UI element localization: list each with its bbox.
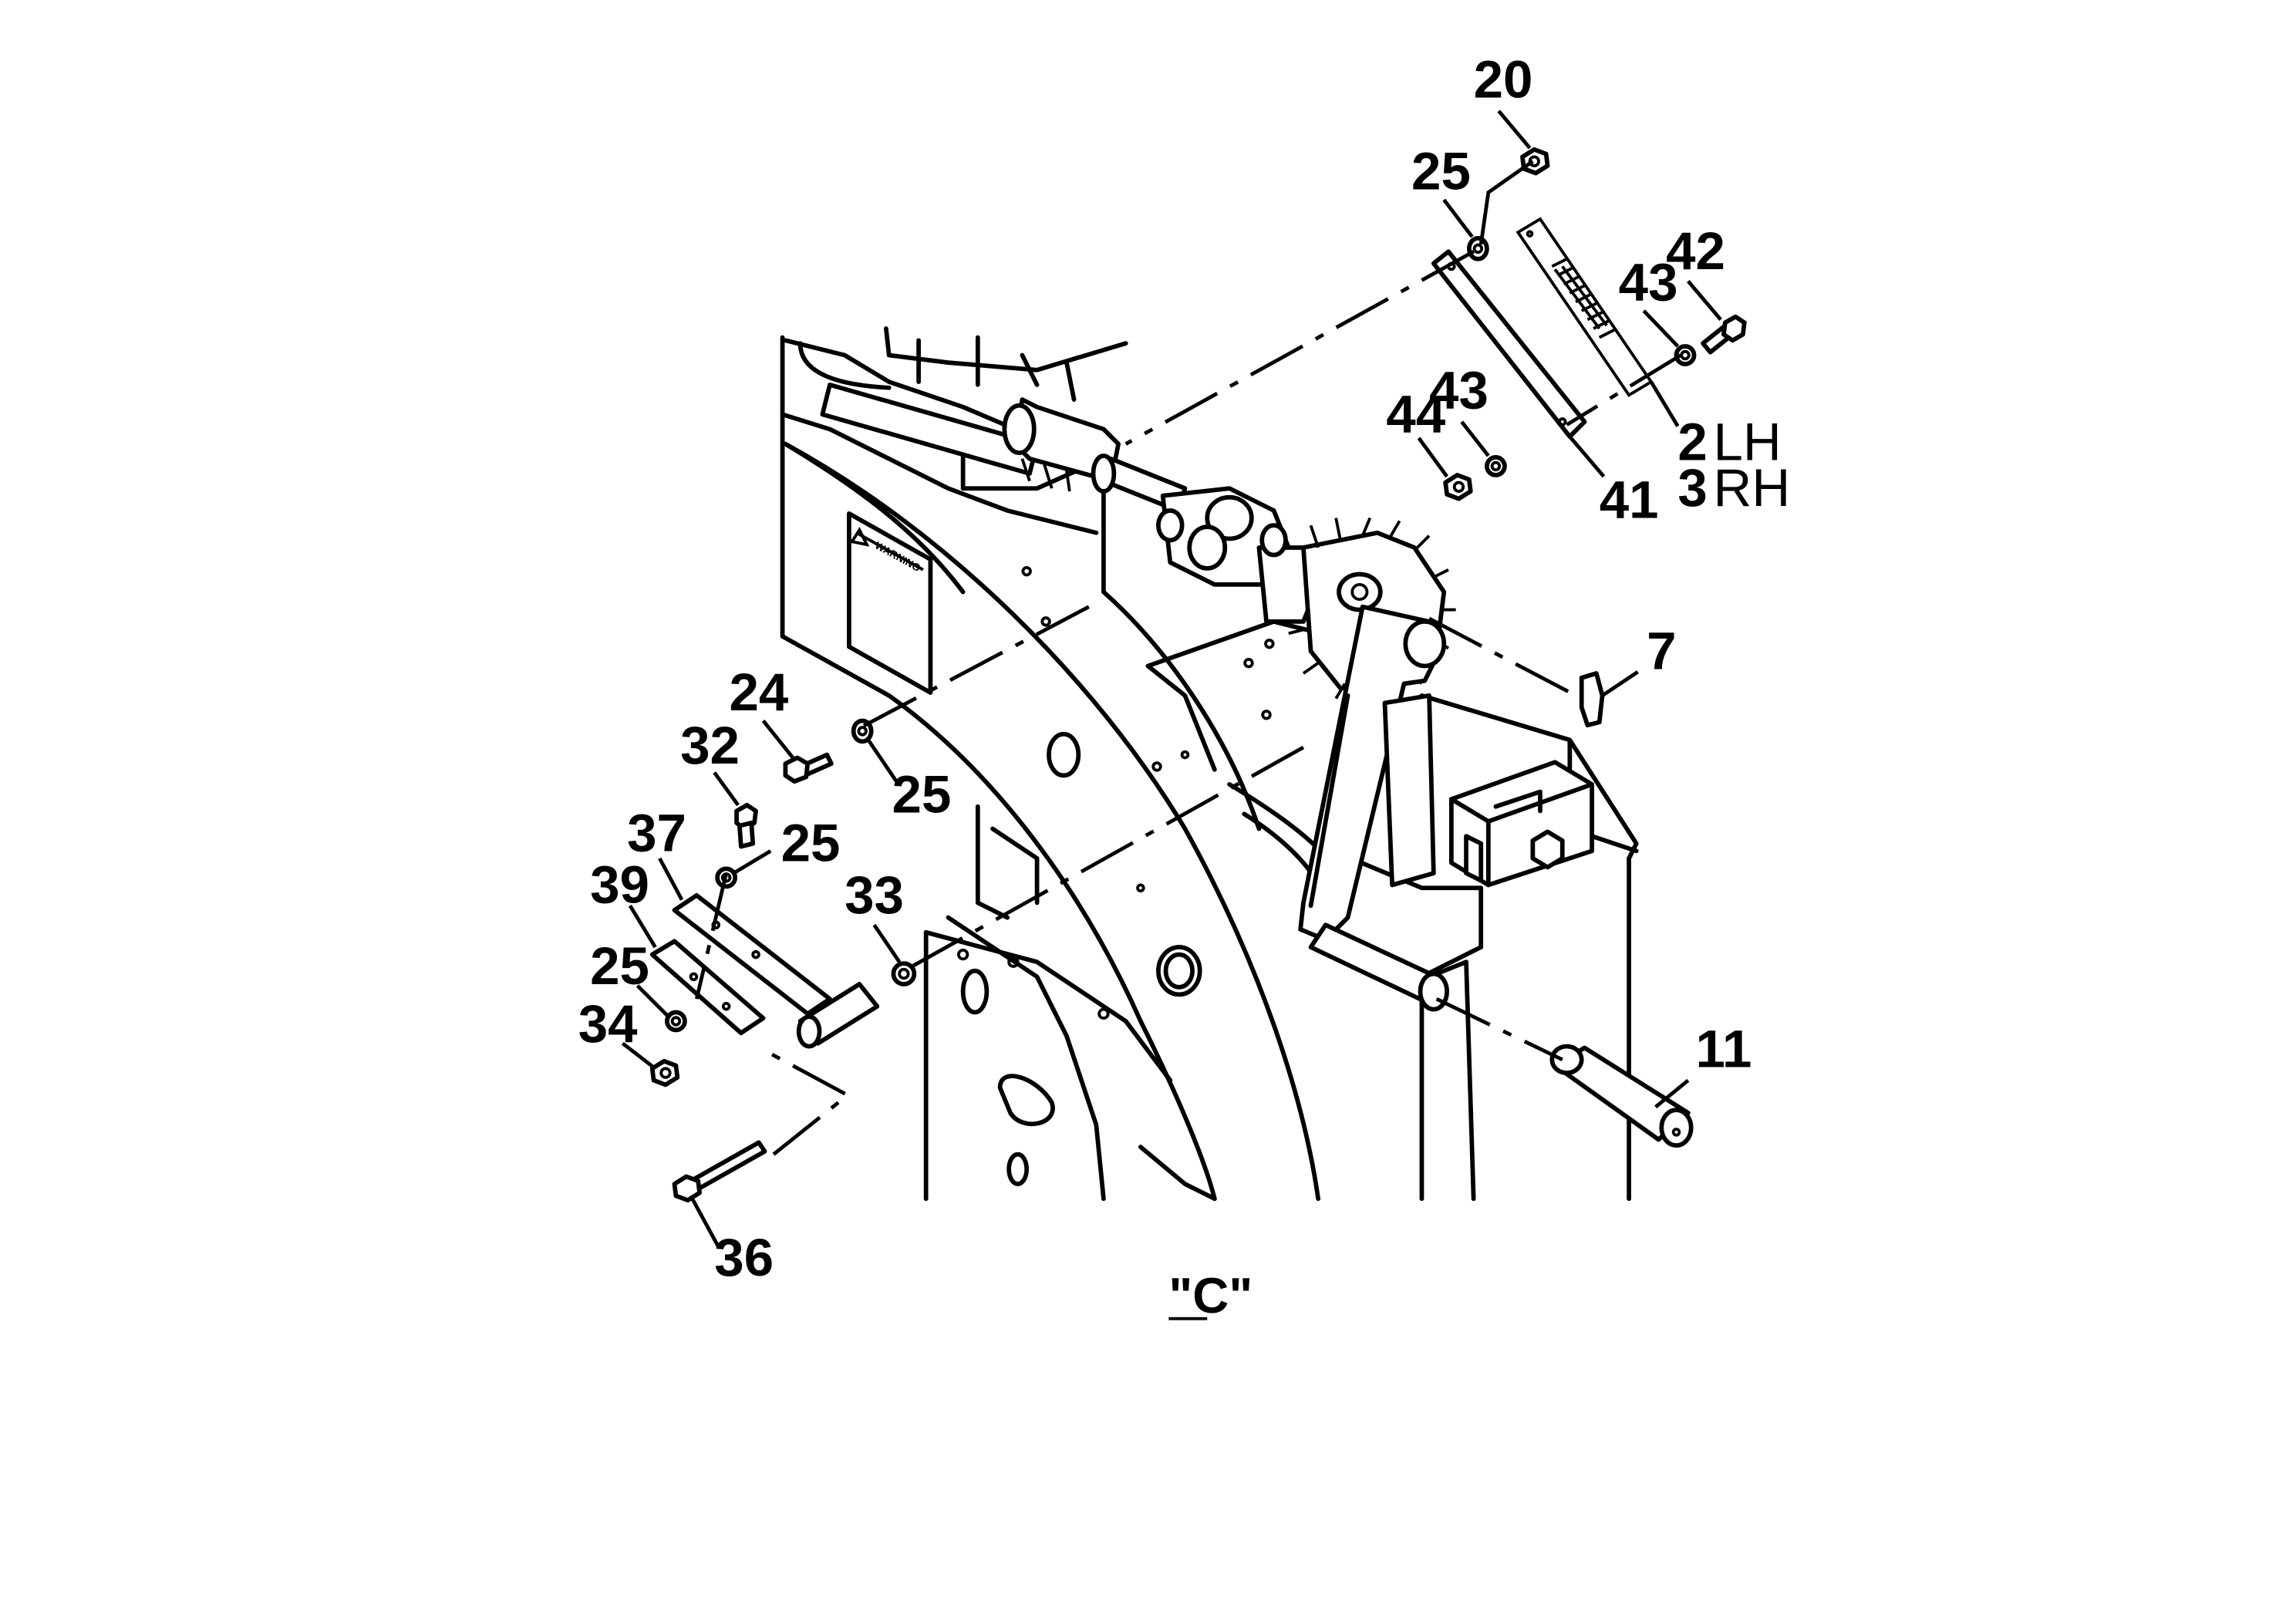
callout-44: 44	[1386, 383, 1445, 443]
callout-36: 36	[714, 1227, 774, 1287]
callout-20: 20	[1474, 49, 1533, 110]
callout-32: 32	[680, 715, 740, 775]
callout-25-left: 25	[781, 813, 841, 873]
callouts: 20 25 42 43 43 44 2 LH 3 RH 41 7 24 25 3…	[578, 49, 1790, 1287]
washer-25-bottom	[665, 1010, 687, 1033]
callout-33: 33	[845, 865, 904, 925]
plate-39	[649, 939, 766, 1036]
washer-33	[891, 961, 917, 986]
callout-39: 39	[590, 854, 649, 914]
drive-shaft	[820, 383, 1188, 513]
callout-2: 2	[1677, 412, 1707, 472]
bolt-24	[783, 752, 834, 784]
bolt-42	[1701, 314, 1747, 355]
universal-joint	[1156, 486, 1321, 624]
bolt-36	[672, 1140, 767, 1203]
callout-43-right: 43	[1619, 252, 1678, 312]
washer-43-right	[1674, 344, 1697, 366]
callout-34: 34	[578, 993, 638, 1054]
nut-44	[1443, 473, 1473, 501]
callout-41: 41	[1600, 470, 1659, 530]
pawl-7	[1579, 671, 1605, 728]
callout-3: 3	[1677, 457, 1707, 518]
callout-37: 37	[627, 802, 686, 862]
washer-25-top	[1467, 236, 1489, 261]
callout-25-top: 25	[1411, 141, 1471, 201]
callout-11: 11	[1695, 1018, 1752, 1078]
centerlines	[694, 160, 1682, 1156]
label-rh: RH	[1713, 457, 1790, 518]
nut-20	[1520, 147, 1550, 176]
strap-41	[1431, 249, 1587, 439]
view-label: "C"	[1168, 1267, 1253, 1324]
callout-25-mid: 25	[892, 764, 952, 824]
callout-25-bottom: 25	[590, 936, 649, 996]
nut-34	[649, 1058, 680, 1088]
callout-42: 42	[1666, 221, 1725, 281]
crank-handle	[1298, 604, 1449, 1012]
warning-decal: WARNING	[847, 511, 933, 695]
leader-lines	[621, 110, 1722, 1249]
handle-grip-11	[1549, 1044, 1694, 1148]
callout-43-left: 43	[1429, 360, 1489, 420]
callout-24: 24	[729, 662, 788, 722]
warning-triangle-icon	[849, 527, 870, 547]
bolt-32	[734, 802, 758, 849]
callout-7: 7	[1647, 620, 1676, 680]
washer-43-left	[1485, 455, 1507, 477]
label-lh: LH	[1713, 412, 1781, 472]
